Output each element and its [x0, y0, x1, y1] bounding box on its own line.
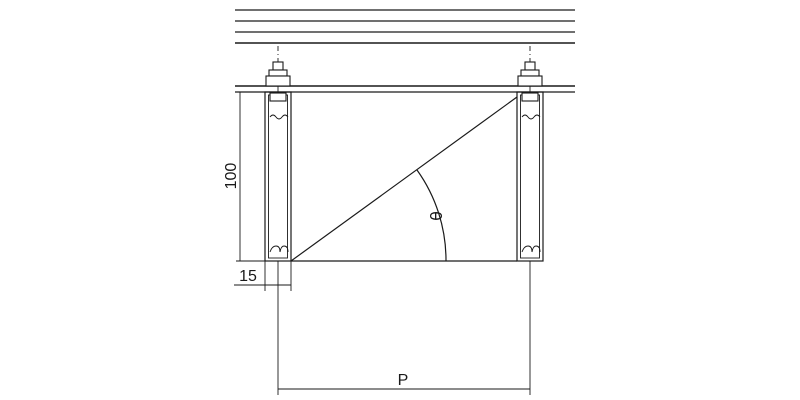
right-blade-profile — [516, 91, 544, 262]
top-rail — [235, 9, 575, 44]
left-bolt — [265, 46, 291, 102]
pitch-dimension-lines — [277, 261, 531, 395]
right-bolt — [517, 46, 543, 102]
height-dimension-lines — [236, 91, 265, 262]
left-blade-profile — [264, 91, 292, 262]
pitch-dimension-label: P — [398, 372, 409, 389]
support-beam — [235, 85, 575, 93]
width-dimension-lines — [234, 261, 292, 291]
height-dimension-label: 100 — [223, 163, 240, 190]
angle-construction — [290, 96, 518, 262]
width-dimension-label: 15 — [239, 268, 257, 285]
angle-label: θ — [427, 211, 446, 221]
